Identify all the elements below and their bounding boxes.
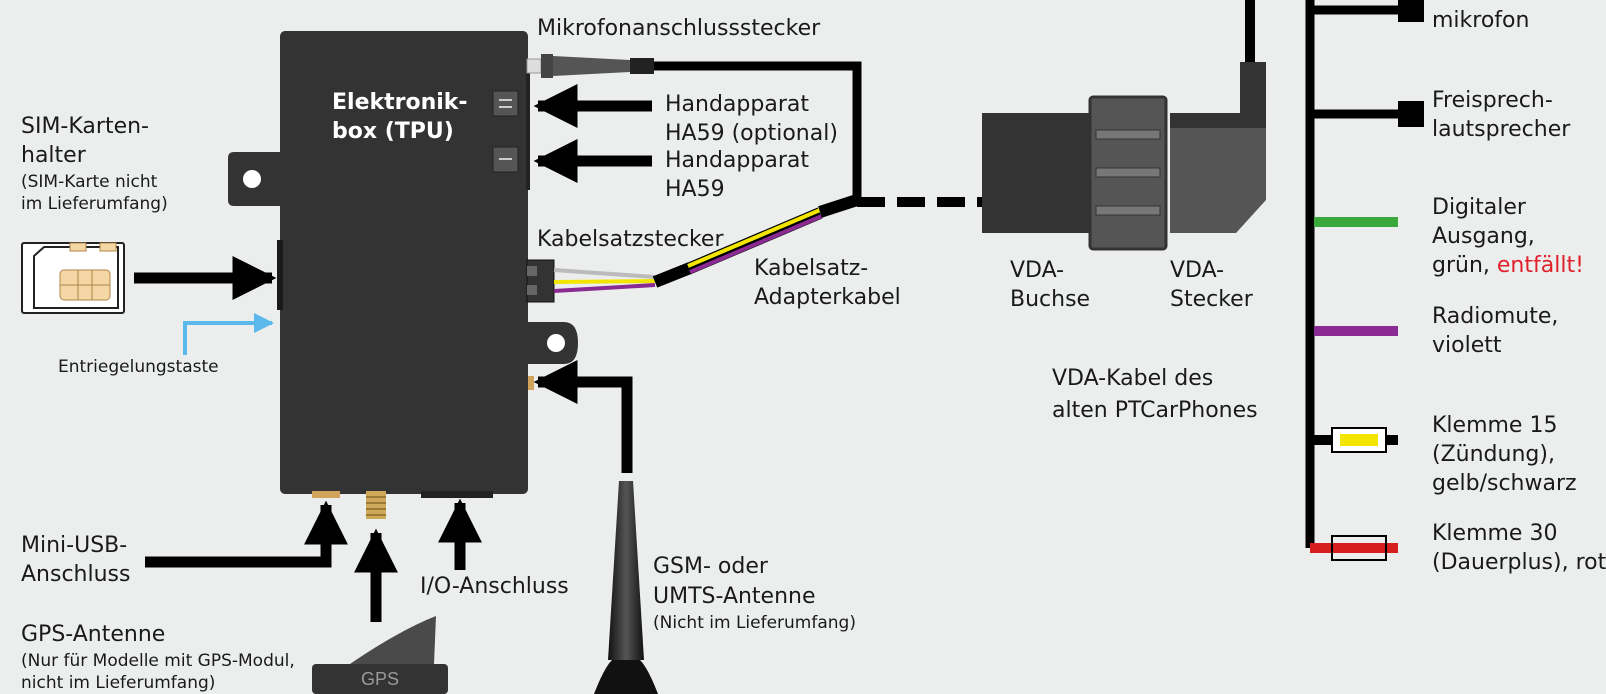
gsm-note: (Nicht im Lieferumfang) — [653, 613, 856, 633]
k30-label-2: (Dauerplus), rot — [1432, 550, 1606, 575]
mic-connector — [526, 54, 654, 78]
io-port-label: I/O-Anschluss — [420, 574, 569, 599]
gsm-antenna-device — [594, 481, 658, 694]
digital-warning: entfällt! — [1496, 253, 1584, 278]
handset-label-2: HA59 — [665, 177, 725, 202]
gps-device-label: GPS — [361, 669, 399, 689]
speaker-plug — [1398, 101, 1424, 127]
mini-usb-port — [312, 491, 340, 498]
speaker-label-2: lautsprecher — [1432, 117, 1571, 142]
k15-label-1: Klemme 15 — [1432, 413, 1558, 438]
gsm-arrow — [533, 360, 633, 473]
radiomute-label-2: violett — [1432, 333, 1502, 358]
vda-socket-label-2: Buchse — [1010, 287, 1091, 312]
gps-antenna-label: GPS-Antenne — [21, 622, 166, 647]
io-port — [421, 491, 493, 498]
vda-socket-label-1: VDA- — [1010, 258, 1065, 283]
mini-usb-label-1: Mini-USB- — [21, 533, 128, 558]
release-arrow — [183, 313, 274, 355]
handset-port-optional — [492, 90, 519, 117]
handset-optional-label-2: HA59 (optional) — [665, 121, 838, 146]
box-title-2: box (TPU) — [332, 119, 454, 144]
vda-plug — [1170, 62, 1266, 233]
digital-label-3a: grün, — [1432, 253, 1497, 278]
adapter-cable-label-1: Kabelsatz- — [754, 256, 869, 281]
mini-usb-label-2: Anschluss — [21, 562, 131, 587]
mounting-tab-right — [520, 322, 578, 364]
k30-label-1: Klemme 30 — [1432, 521, 1558, 546]
cable-plug-label: Kabelsatzstecker — [537, 227, 724, 252]
handset-optional-label-1: Handapparat — [665, 92, 809, 117]
mini-usb-arrow — [145, 500, 348, 568]
mic-wire-label: mikrofon — [1432, 8, 1530, 33]
antenna-port — [528, 376, 534, 390]
k15-label-2: (Zündung), — [1432, 442, 1555, 467]
mic-plug — [1398, 0, 1424, 22]
digital-label-3: grün, entfällt! — [1432, 251, 1584, 280]
radiomute-label-1: Radiomute, — [1432, 304, 1559, 329]
k15-label-3: gelb/schwarz — [1432, 471, 1577, 496]
vda-cable-label-1: VDA-Kabel des — [1052, 366, 1214, 391]
vda-socket — [982, 95, 1168, 251]
mic-cable — [654, 61, 862, 205]
sim-slot — [277, 240, 283, 310]
release-button-label: Entriegelungstaste — [58, 357, 219, 377]
vda-plug-label-1: VDA- — [1170, 258, 1225, 283]
sim-card-holder — [21, 242, 125, 314]
gps-antenna-device: GPS — [312, 616, 448, 694]
digital-label-2: Ausgang, — [1432, 224, 1535, 249]
handset-label-1: Handapparat — [665, 148, 809, 173]
cable-set-plug — [526, 259, 555, 303]
box-title-1: Elektronik- — [332, 90, 468, 115]
gps-note-2: nicht im Lieferumfang) — [21, 673, 216, 693]
gsm-antenna-label-1: GSM- oder — [653, 554, 768, 579]
gps-note-1: (Nur für Modelle mit GPS-Modul, — [21, 651, 295, 671]
sim-note-2: im Lieferumfang) — [21, 194, 168, 214]
gps-port — [366, 491, 386, 519]
sim-holder-label-2: halter — [21, 143, 86, 168]
fuse-k30 — [1331, 535, 1387, 561]
mounting-tab-left — [228, 152, 282, 206]
sim-note-1: (SIM-Karte nicht — [21, 172, 158, 192]
adapter-cable-label-2: Adapterkabel — [754, 285, 901, 310]
gsm-antenna-label-2: UMTS-Antenne — [653, 584, 816, 609]
vda-plug-label-2: Stecker — [1170, 287, 1253, 312]
mic-connector-label: Mikrofonanschlussstecker — [537, 16, 821, 41]
sim-holder-label-1: SIM-Karten- — [21, 114, 149, 139]
vda-cable-label-2: alten PTCarPhones — [1052, 398, 1258, 423]
speaker-label-1: Freisprech- — [1432, 88, 1553, 113]
digital-label-1: Digitaler — [1432, 195, 1526, 220]
electronic-box — [280, 31, 528, 494]
